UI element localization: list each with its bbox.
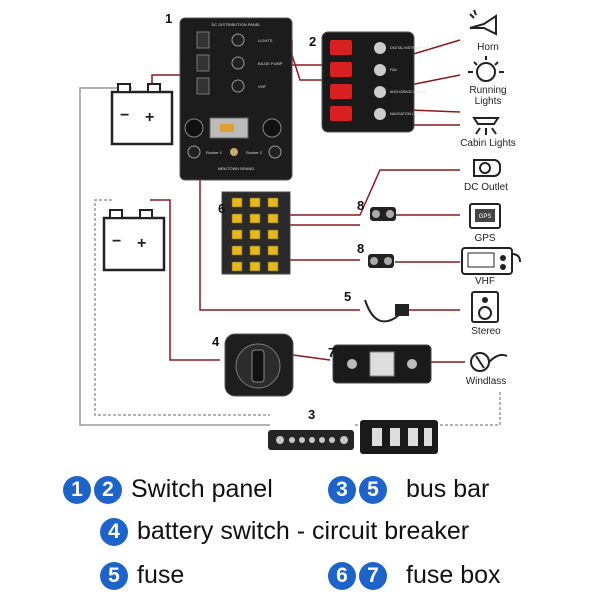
legend-row-bus-bar: 3 5 bus bar <box>328 475 489 504</box>
gps-screen-text: GPS <box>479 214 492 220</box>
horn-icon <box>469 9 497 36</box>
number-label-2: 2 <box>309 34 316 49</box>
inline-fuse <box>364 299 409 323</box>
panel2-label-1: DIGITAL INSTRUMENTS <box>390 46 430 50</box>
panel1-bottom-label-1: Rocker 1 <box>206 150 223 155</box>
legend-badge-4: 4 <box>100 517 128 546</box>
running-lights-label-1: Running <box>469 85 506 96</box>
connector-upper <box>370 207 396 221</box>
panel1-toggle-1[interactable] <box>196 31 210 49</box>
panel2-label-4: NAVIGATION LIGHTS <box>390 112 425 116</box>
panel1-toggle-3[interactable] <box>196 77 210 95</box>
number-label-1: 1 <box>165 11 172 26</box>
cabin-lights-icon <box>472 117 500 135</box>
legend-badge-5b: 5 <box>100 561 128 590</box>
panel1-socket-right <box>262 118 282 138</box>
number-label-8-lower: 8 <box>357 241 364 256</box>
number-label-3: 3 <box>308 407 315 422</box>
battery-1: − + <box>110 83 174 146</box>
panel1-header: DC DISTRIBUTION PANEL <box>211 22 261 27</box>
legend-badge-5a: 5 <box>359 475 387 504</box>
cabin-lights-label: Cabin Lights <box>460 138 516 149</box>
legend-text-fuse-box: fuse box <box>406 561 501 589</box>
horn-label: Horn <box>477 42 499 53</box>
number-label-4: 4 <box>212 334 220 349</box>
dc-outlet-icon <box>473 159 501 177</box>
panel1-brand: NEWTOWN BRAND <box>218 166 255 171</box>
gps-label: GPS <box>474 233 495 244</box>
running-lights-label-2: Lights <box>475 96 502 107</box>
panel2-label-2: FAN <box>390 68 397 72</box>
legend: 1 2 Switch panel 3 5 bus bar 4 battery s… <box>0 465 600 600</box>
battery-switch <box>224 333 294 397</box>
switch-panel-2: DIGITAL INSTRUMENTS FAN ANCHORAGE LIGHTS… <box>321 31 430 133</box>
rocker-2[interactable] <box>330 62 352 77</box>
panel1-label-vhf: VHF <box>258 84 267 89</box>
legend-row-battery-switch: 4 battery switch - circuit breaker <box>100 517 469 546</box>
panel1-label-bilge: BILGE PUMP <box>258 61 283 66</box>
panel1-bottom-label-2: Rocker 2 <box>246 150 263 155</box>
running-lights-icon <box>468 56 504 82</box>
stereo-icon <box>471 291 499 323</box>
vhf-label: VHF <box>475 276 495 287</box>
legend-text-fuse: fuse <box>137 561 185 589</box>
legend-badge-1: 1 <box>63 475 91 504</box>
legend-badge-7: 7 <box>359 561 387 590</box>
legend-row-fuse-box: 6 7 fuse box <box>328 561 501 590</box>
legend-row-fuse: 5 fuse <box>100 561 184 590</box>
svg-text:+: + <box>137 235 146 252</box>
bus-bar-left <box>268 430 354 450</box>
number-label-7: 7 <box>328 345 335 360</box>
svg-text:+: + <box>145 109 154 126</box>
svg-text:−: − <box>112 233 121 250</box>
connector-lower <box>368 254 394 268</box>
svg-text:−: − <box>120 107 129 124</box>
legend-text-battery-switch: battery switch - circuit breaker <box>137 517 470 545</box>
number-label-8-upper: 8 <box>357 198 364 213</box>
switch-panel-1: DC DISTRIBUTION PANEL LIGHTS BILGE PUMP … <box>179 17 293 181</box>
power-wires <box>150 39 465 363</box>
rocker-4[interactable] <box>330 106 352 121</box>
panel2-label-3: ANCHORAGE LIGHTS <box>390 90 427 94</box>
rocker-1[interactable] <box>330 40 352 55</box>
legend-badge-2: 2 <box>94 475 122 504</box>
legend-badge-6: 6 <box>328 561 356 590</box>
panel1-label-lights: LIGHTS <box>258 38 273 43</box>
legend-text-switch-panel: Switch panel <box>131 475 273 503</box>
vhf-radio-icon <box>461 247 521 275</box>
windlass-label: Windlass <box>466 376 507 387</box>
legend-row-switch-panel: 1 2 Switch panel <box>63 475 273 504</box>
fuse-holder <box>332 344 432 384</box>
ground-wires <box>79 87 501 426</box>
panel1-toggle-2[interactable] <box>196 54 210 72</box>
number-label-6: 6 <box>218 201 225 216</box>
rocker-3[interactable] <box>330 84 352 99</box>
stereo-label: Stereo <box>471 326 501 337</box>
panel1-socket-left <box>184 118 204 138</box>
battery-2: − + <box>102 209 166 272</box>
legend-badge-3: 3 <box>328 475 356 504</box>
gps-icon: GPS <box>469 203 501 229</box>
number-label-5: 5 <box>344 289 351 304</box>
windlass-icon <box>470 352 508 372</box>
fuse-box <box>221 191 291 275</box>
dc-outlet-label: DC Outlet <box>464 182 508 193</box>
legend-text-bus-bar: bus bar <box>406 475 490 503</box>
bus-bar-right <box>360 420 438 454</box>
